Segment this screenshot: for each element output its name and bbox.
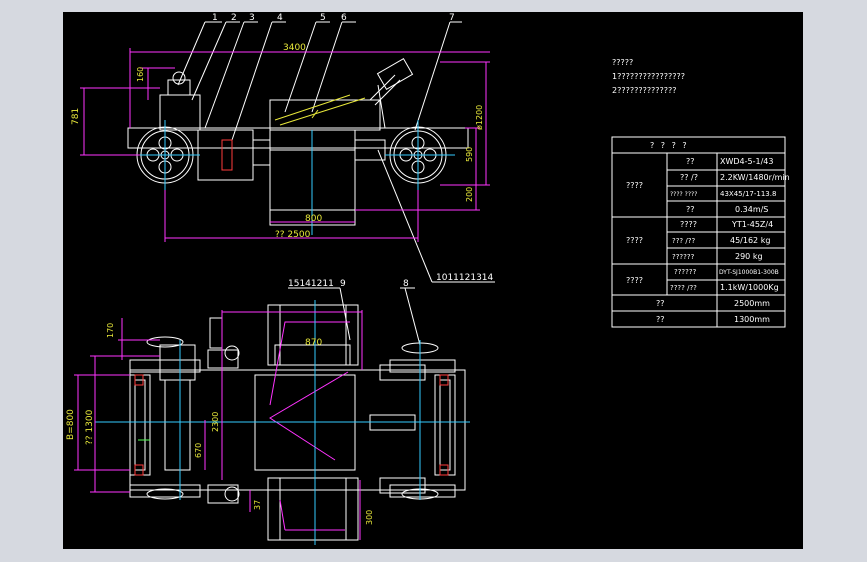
group-label: ???? — [626, 276, 643, 285]
table-key: ???? — [680, 220, 697, 229]
table-key: ???? /?? — [670, 284, 697, 292]
part-label-5: 5 — [320, 13, 326, 23]
front-body — [127, 58, 469, 226]
dim-diameter: ø1200 — [475, 105, 484, 130]
plan-dim-lines — [74, 310, 363, 540]
table-value: 45/162 kg — [730, 236, 770, 245]
dim-height-total: 781 — [71, 108, 81, 125]
table-key: ?? /? — [680, 173, 698, 182]
dim-offset-a: 670 — [194, 443, 203, 458]
dim-top-offset: 170 — [106, 323, 115, 338]
dim-height-low: 200 — [465, 187, 474, 202]
part-label-2: 2 — [231, 13, 237, 23]
dim-hopper-width-plan: 870 — [305, 338, 322, 348]
front-incline — [274, 94, 366, 126]
table-value: YT1-45Z/4 — [731, 220, 773, 229]
footer-key: ?? — [656, 315, 665, 324]
table-value: XWD4-5-1/43 — [720, 157, 773, 166]
table-value: 0.34m/S — [735, 205, 768, 214]
table-key: ???? ???? — [670, 191, 697, 198]
part-label-9: 9 — [340, 279, 346, 289]
table-header: ? ? ? ? — [650, 141, 689, 150]
dim-height-top: 160 — [136, 67, 145, 82]
plan-centerlines — [95, 300, 470, 545]
table-key: ??? /?? — [672, 237, 695, 245]
notes-title: ????? — [612, 58, 633, 67]
table-value: 2.2KW/1480r/min — [720, 173, 790, 182]
part-label-7: 7 — [449, 13, 455, 23]
table-value: 290 kg — [735, 252, 763, 261]
notes-line-2: 2?????????????? — [612, 86, 677, 95]
drawing-canvas[interactable]: 1 2 3 4 5 6 7 1011121314 — [63, 12, 803, 549]
dim-belt-width: B=800 — [66, 409, 76, 440]
footer-value: 2500mm — [734, 299, 770, 308]
footer-key: ?? — [656, 299, 665, 308]
plan-view: 15141211 9 8 — [66, 279, 470, 545]
group-label: ???? — [626, 236, 643, 245]
spec-table: ? ? ? ? ???? ?? XWD4-5-1/43 ?? /? 2.2KW/… — [611, 136, 790, 328]
part-label-3: 3 — [249, 13, 255, 23]
plan-wheel-sets — [129, 336, 456, 502]
notes-line-1: 1???????????????? — [612, 72, 685, 81]
front-dim-lines — [80, 48, 490, 242]
plan-leaders — [288, 287, 421, 346]
part-label-4: 4 — [277, 13, 283, 23]
table-key: ?? — [686, 157, 695, 166]
footer-value: 1300mm — [734, 315, 770, 324]
dim-wheel-base: ?? 2500 — [275, 230, 311, 240]
dim-height-mid: 590 — [465, 147, 474, 162]
table-value: DYT-SJ1000B1-300B — [719, 269, 779, 276]
part-label-6: 6 — [341, 13, 347, 23]
front-view: 1 2 3 4 5 6 7 1011121314 — [71, 13, 495, 283]
plan-chute — [269, 321, 350, 531]
table-value: 43X45/17-113.8 — [720, 190, 776, 198]
dim-hopper-width: 800 — [305, 214, 322, 224]
table-key: ?? — [686, 205, 695, 214]
cad-drawing: 1 2 3 4 5 6 7 1011121314 — [66, 13, 790, 545]
callout-group-left: 15141211 — [288, 279, 334, 289]
dim-bottom: 300 — [365, 510, 374, 525]
front-red-parts — [221, 139, 233, 171]
table-value: 1.1kW/1000Kg — [720, 283, 779, 292]
table-key: ?????? — [674, 268, 697, 276]
part-label-8: 8 — [403, 279, 409, 289]
part-label-1: 1 — [212, 13, 218, 23]
dim-track: ?? 1300 — [85, 409, 95, 445]
front-centerlines — [130, 120, 455, 235]
dim-total-length: 3400 — [283, 43, 306, 53]
part-leaders — [177, 21, 495, 283]
dim-length-mid: 2300 — [211, 412, 220, 432]
callout-group-right: 1011121314 — [436, 273, 494, 283]
plan-red-parts — [134, 374, 449, 476]
table-key: ?????? — [672, 253, 695, 261]
technical-notes: ????? 1???????????????? 2?????????????? — [612, 58, 685, 95]
dim-offset-b: 37 — [253, 500, 262, 510]
group-label: ???? — [626, 181, 643, 190]
